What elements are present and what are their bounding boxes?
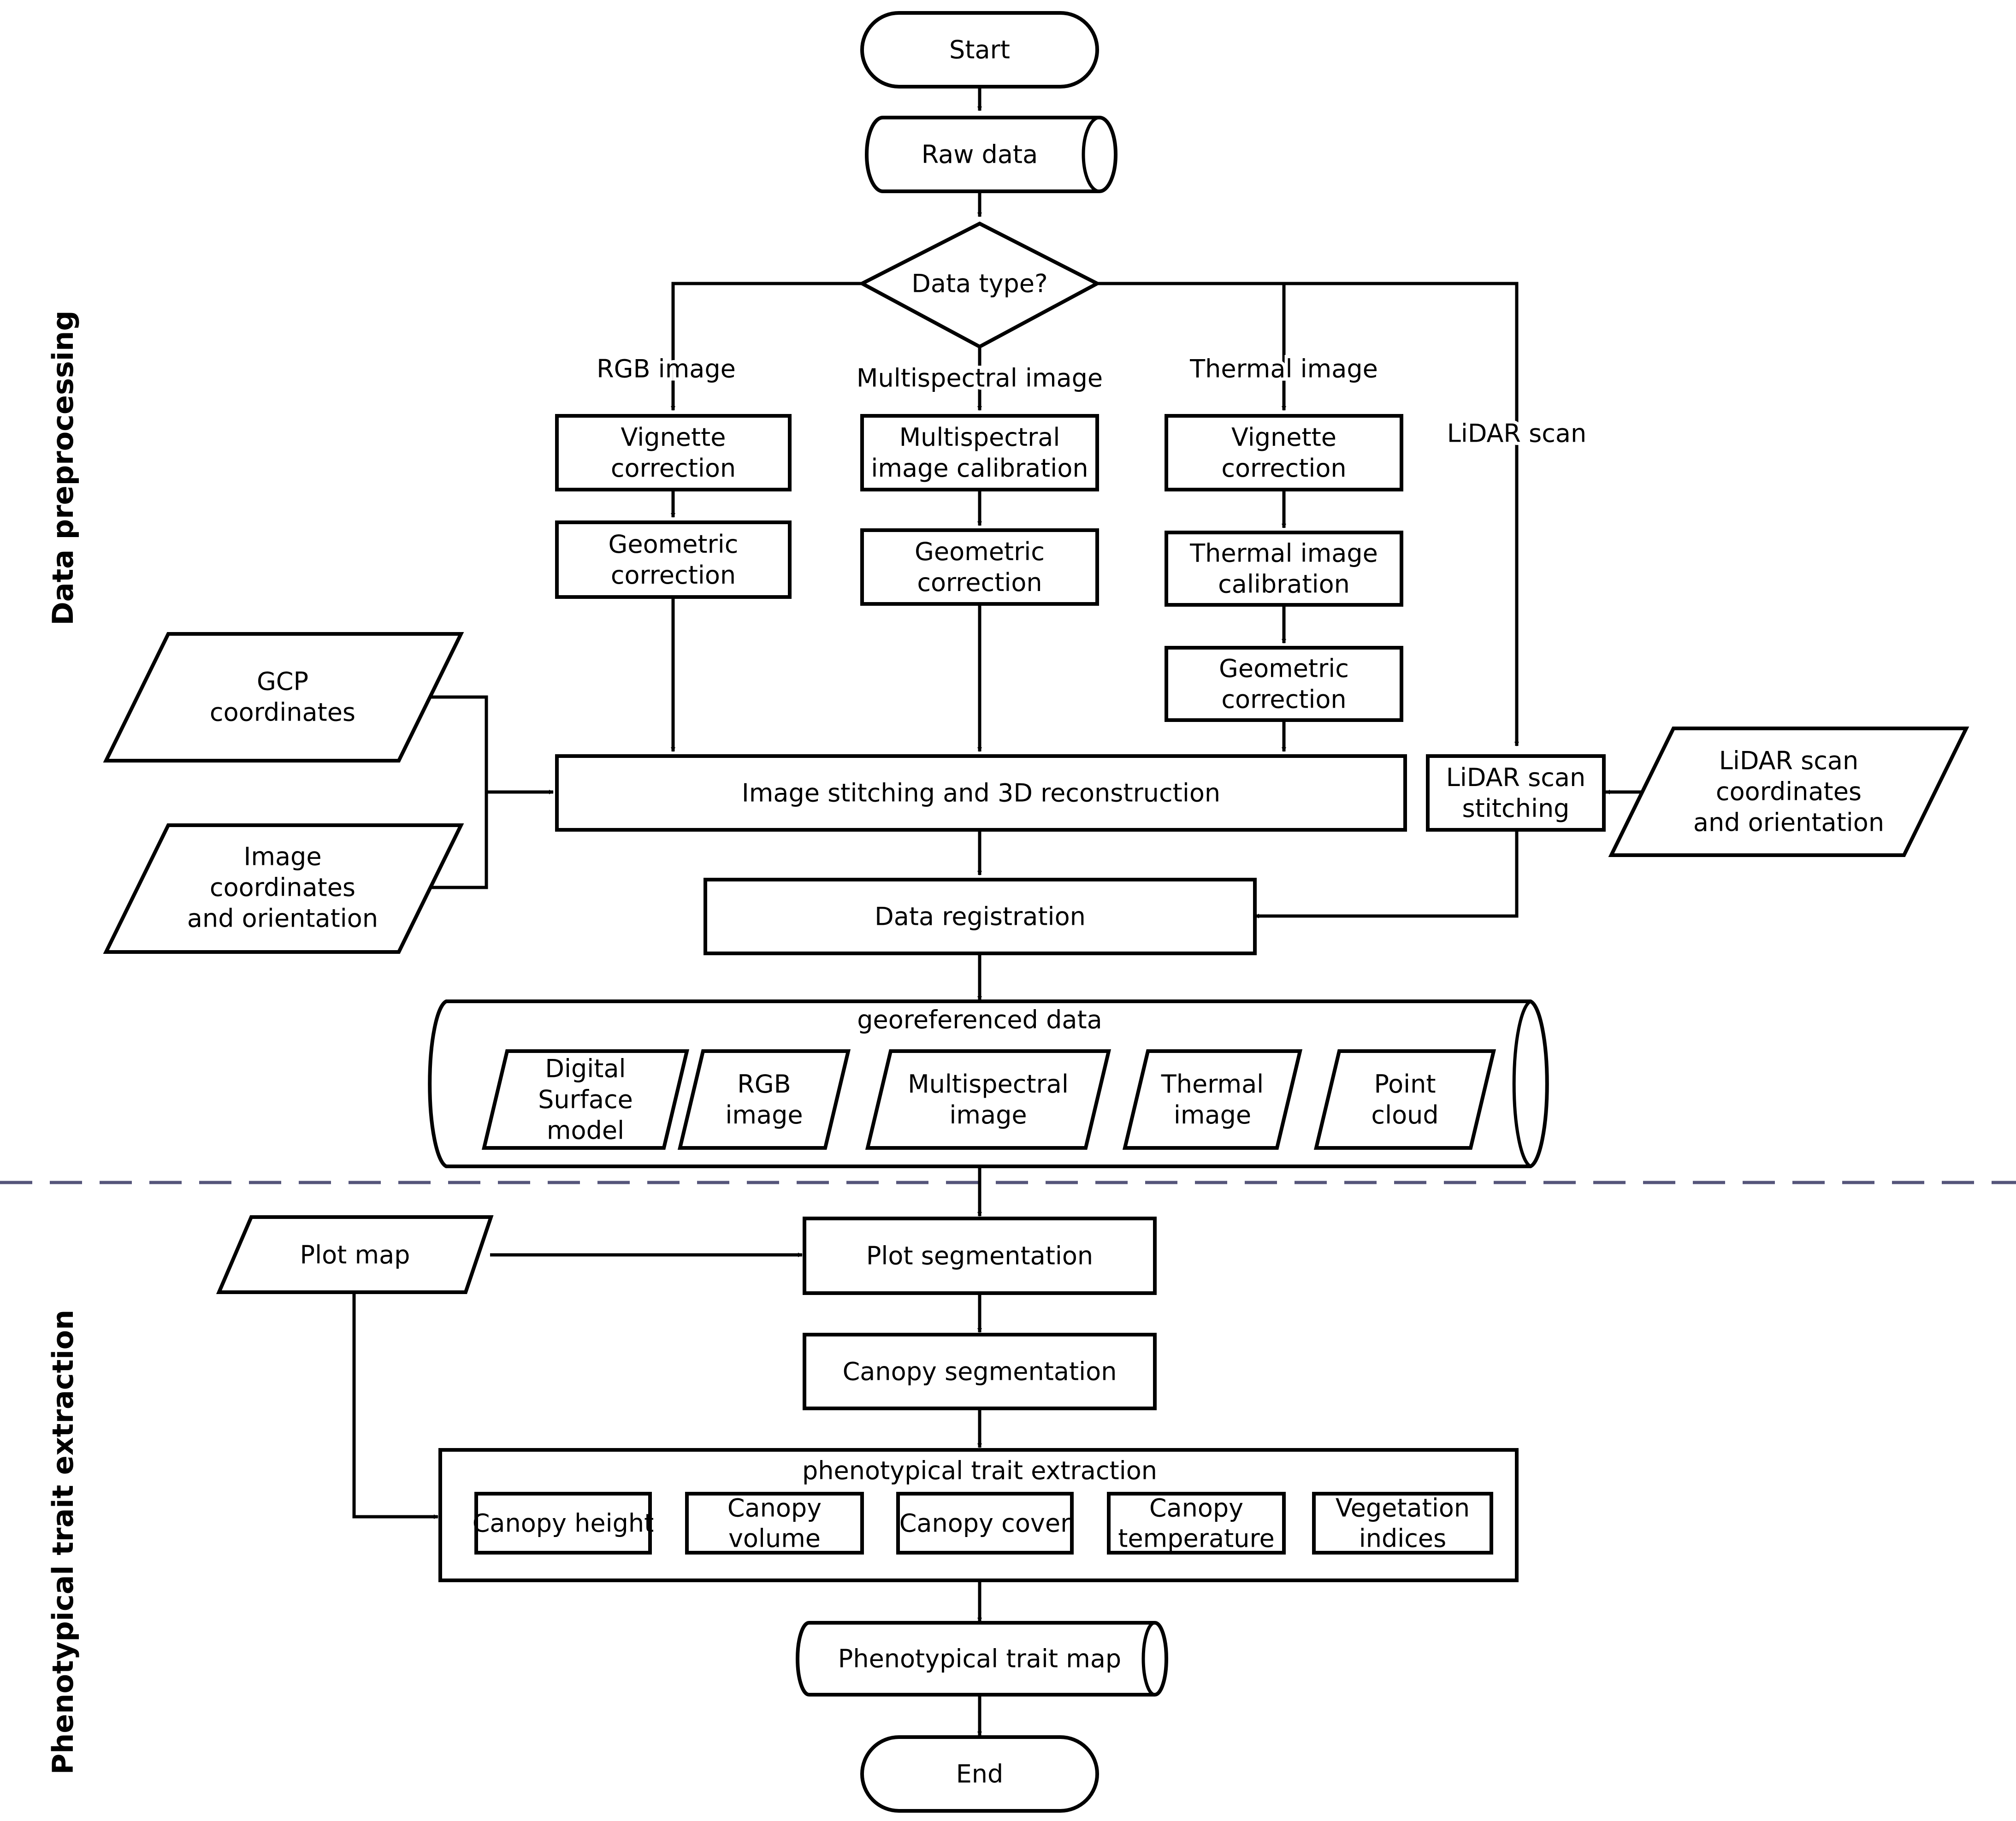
rgb-vignette-correction-line-1: correction [611,454,736,483]
data-type-decision: Data type? [858,221,1101,349]
data-registration-label: Data registration [875,902,1086,931]
trait-item-canopy-temperature-line-1: temperature [1118,1524,1274,1553]
lidar-scan-stitching-line-0: LiDAR scan [1446,763,1585,792]
image-coords-line-0: Image [243,842,321,871]
gcp-line-0: GCP [257,667,308,696]
geo-item-point-cloud-line-0: Point [1374,1070,1436,1099]
multispectral-calibration-line-0: Multispectral [899,423,1060,452]
data-type-label: Data type? [911,269,1047,298]
connectors [352,88,1641,1736]
rgb-geometric-correction-line-1: correction [611,561,736,590]
trait-item-vegetation-indices-line-1: indices [1359,1524,1447,1553]
geo-item-thermal-image-line-0: Thermal [1161,1070,1264,1099]
georeferenced-data-store: georeferenced data DigitalSurfacemodelRG… [428,999,1549,1168]
multispectral-geometric-correction-line-1: correction [917,568,1042,597]
plot-segmentation-label: Plot segmentation [866,1242,1093,1271]
raw-data-node: Raw data [865,116,1117,193]
thermal-geometric-correction-line-0: Geometric [1219,654,1349,683]
geo-item-multispectral-image-line-0: Multispectral [908,1070,1069,1099]
trait-item-canopy-temperature-line-0: Canopy [1149,1494,1243,1523]
thermal-vignette-correction-line-0: Vignette [1231,423,1336,452]
thermal-geometric-correction-line-1: correction [1221,685,1346,714]
start-terminator: Start [860,11,1099,89]
multispectral-geometric-correction-line-0: Geometric [915,537,1045,566]
canopy-segmentation-box: Canopy segmentation [803,1333,1157,1410]
image-coordinates-input: Image coordinates and orientation [103,823,464,954]
plot-segmentation-box: Plot segmentation [803,1217,1157,1295]
trait-extraction-title: phenotypical trait extraction [802,1456,1157,1485]
trait-item-canopy-height-line-0: Canopy height [473,1509,654,1538]
gcp-line-1: coordinates [210,698,355,727]
canopy-segmentation-label: Canopy segmentation [843,1357,1117,1386]
image-stitching-3d-reconstruction-box: Image stitching and 3D reconstruction [555,754,1407,832]
georeferenced-title: georeferenced data [857,1005,1102,1035]
rgb-geometric-correction-line-0: Geometric [609,530,739,559]
geo-item-thermal-image-line-1: image [1174,1100,1251,1129]
trait-item-vegetation-indices-line-0: Vegetation [1336,1494,1470,1523]
trait-map-node: Phenotypical trait map [796,1621,1168,1697]
lidar-scan-stitching-line-1: stitching [1462,794,1570,823]
geo-item-multispectral-image-line-1: image [949,1100,1027,1129]
branch-label-thermal: Thermal image [1189,355,1378,384]
end-terminator: End [860,1735,1099,1813]
image-stitching-3d-reconstruction-label: Image stitching and 3D reconstruction [742,779,1220,808]
image-coords-line-1: coordinates [210,873,355,902]
start-label: Start [949,35,1010,65]
geo-item-dsm-line-0: Digital [545,1054,626,1083]
section-label-extraction: Phenotypical trait extraction [46,1310,80,1774]
thermal-calibration-line-1: calibration [1218,570,1350,599]
end-label: End [956,1760,1004,1789]
branch-label-rgb: RGB image [597,355,736,384]
lidar-coords-line-0: LiDAR scan [1719,746,1858,775]
gcp-coordinates-input: GCP coordinates [103,632,464,763]
geo-item-rgb-image-line-0: RGB [737,1070,791,1099]
image-coords-line-2: and orientation [187,904,378,933]
raw-data-label: Raw data [922,140,1038,169]
geo-item-dsm-line-1: Surface [538,1085,633,1114]
thermal-vignette-correction-line-1: correction [1221,454,1346,483]
trait-extraction-container: phenotypical trait extraction Canopy hei… [438,1448,1519,1582]
trait-item-canopy-volume-line-1: volume [728,1524,821,1553]
branch-label-multispectral: Multispectral image [857,364,1103,393]
plot-map-input: Plot map [216,1215,494,1294]
geo-item-point-cloud-line-1: cloud [1371,1100,1438,1129]
multispectral-calibration-line-1: image calibration [871,454,1088,483]
trait-item-canopy-cover: Canopy cover [896,1492,1074,1555]
branch-label-lidar: LiDAR scan [1447,419,1586,448]
data-registration-box: Data registration [704,878,1257,955]
trait-item-canopy-height: Canopy height [473,1492,654,1555]
geo-item-dsm-line-2: model [547,1116,624,1145]
lidar-coordinates-input: LiDAR scan coordinates and orientation [1608,727,1969,857]
trait-item-canopy-cover-line-0: Canopy cover [899,1509,1071,1538]
trait-item-canopy-volume-line-0: Canopy [727,1494,822,1523]
rgb-vignette-correction-line-0: Vignette [621,423,726,452]
geo-item-rgb-image-line-1: image [725,1100,803,1129]
plot-map-label: Plot map [300,1241,410,1270]
section-label-preprocessing: Data preprocessing [46,310,80,625]
lidar-coords-line-1: coordinates [1716,777,1862,806]
thermal-calibration-line-0: Thermal image [1189,539,1378,568]
lidar-coords-line-2: and orientation [1693,808,1884,837]
trait-map-label: Phenotypical trait map [838,1644,1121,1673]
